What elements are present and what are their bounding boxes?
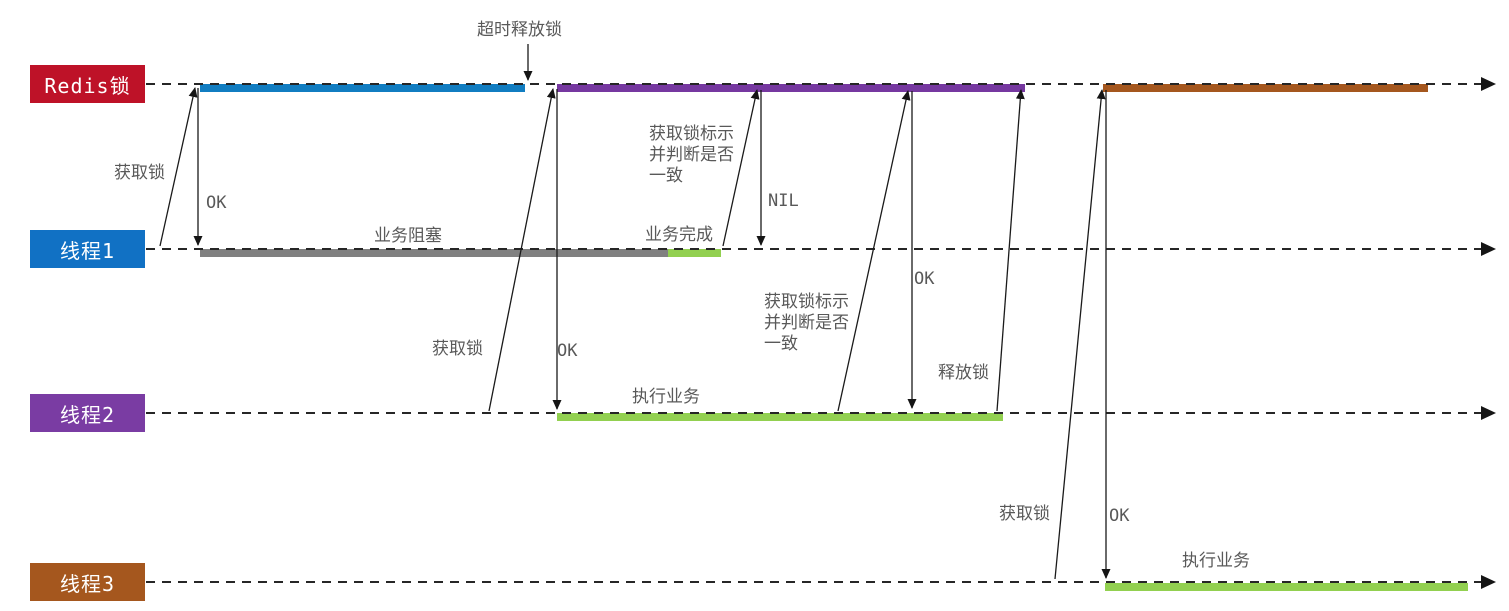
t3-execute-business-label: 执行业务 — [1182, 551, 1250, 571]
thread1-business-done-bar — [668, 249, 721, 257]
thread1-timeline — [146, 248, 1483, 250]
redis-lock-held-by-thread1 — [200, 84, 525, 92]
t1-check-request-arrow — [722, 89, 760, 247]
t1-business-blocked-label: 业务阻塞 — [374, 226, 442, 246]
thread1-label: 线程1 — [30, 230, 145, 268]
thread3-label: 线程3 — [30, 563, 145, 601]
t2-check-token-label: 获取锁标示 并判断是否 一致 — [764, 292, 849, 354]
t2-check-request-arrow — [837, 90, 911, 412]
t2-acquire-lock-label: 获取锁 — [432, 339, 483, 359]
t1-business-done-label: 业务完成 — [645, 225, 713, 245]
t2-execute-business-label: 执行业务 — [632, 387, 700, 407]
t1-nil-label: NIL — [768, 191, 799, 211]
t3-ok-label: OK — [1109, 506, 1130, 526]
t3-acquire-lock-label: 获取锁 — [999, 504, 1050, 524]
t2-acquire-request-arrow — [488, 88, 556, 412]
redis-lock-label: Redis锁 — [30, 65, 145, 103]
t2-ok-label: OK — [557, 341, 578, 361]
t1-check-token-label: 获取锁标示 并判断是否 一致 — [649, 124, 734, 186]
t2-release-request-arrow — [996, 89, 1025, 412]
thread2-label: 线程2 — [30, 394, 145, 432]
t2-check-ok-label: OK — [914, 269, 935, 289]
thread3-execute-business-bar — [1105, 583, 1468, 591]
thread1-business-blocked-bar — [200, 249, 668, 257]
t2-release-lock-label: 释放锁 — [938, 363, 989, 383]
t3-acquire-request-arrow — [1054, 89, 1106, 580]
redis-lock-held-by-thread2 — [557, 84, 1025, 92]
thread2-timeline — [146, 412, 1483, 414]
redis-lock-timeline — [146, 83, 1483, 85]
thread3-timeline-arrow-icon — [1481, 575, 1496, 589]
thread2-timeline-arrow-icon — [1481, 406, 1496, 420]
t1-ok-label: OK — [206, 193, 227, 213]
thread3-timeline — [146, 581, 1483, 583]
thread1-timeline-arrow-icon — [1481, 242, 1496, 256]
t1-acquire-request-arrow — [159, 87, 198, 247]
redis-lock-timeline-arrow-icon — [1481, 77, 1496, 91]
thread2-execute-business-bar — [557, 413, 1003, 421]
timeout-release-label: 超时释放锁 — [477, 20, 562, 40]
redis-lock-held-by-thread3 — [1103, 84, 1428, 92]
t1-acquire-lock-label: 获取锁 — [114, 163, 165, 183]
